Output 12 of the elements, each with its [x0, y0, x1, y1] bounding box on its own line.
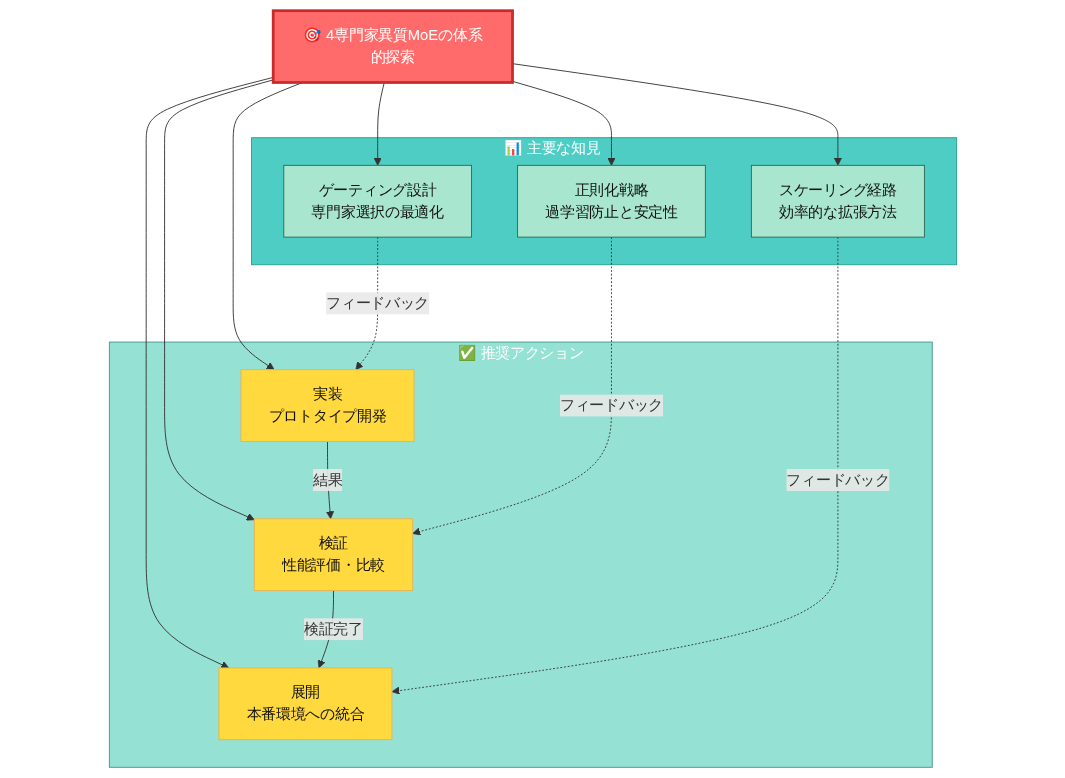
node-box: スケーリング経路 効率的な拡張方法 [750, 164, 925, 238]
node-box: 検証 性能評価・比較 [253, 518, 413, 592]
edge-label: フィードバック [559, 397, 663, 413]
edge-label: フィードバック [325, 295, 429, 311]
edge-label: 結果 [312, 471, 342, 488]
node-box: 正則化戦略 過学習防止と安定性 [516, 164, 706, 238]
node-box: 展開 本番環境への統合 [217, 667, 392, 741]
edge-label: 検証完了 [303, 620, 363, 637]
node-box: ゲーティング設計 専門家選択の最適化 [282, 164, 472, 238]
edge-label: フィードバック [785, 471, 889, 488]
node-box: 🎯 4専門家異質MoEの体系的探索 [271, 9, 514, 84]
node-box: 実装 プロトタイプ開発 [240, 369, 414, 442]
